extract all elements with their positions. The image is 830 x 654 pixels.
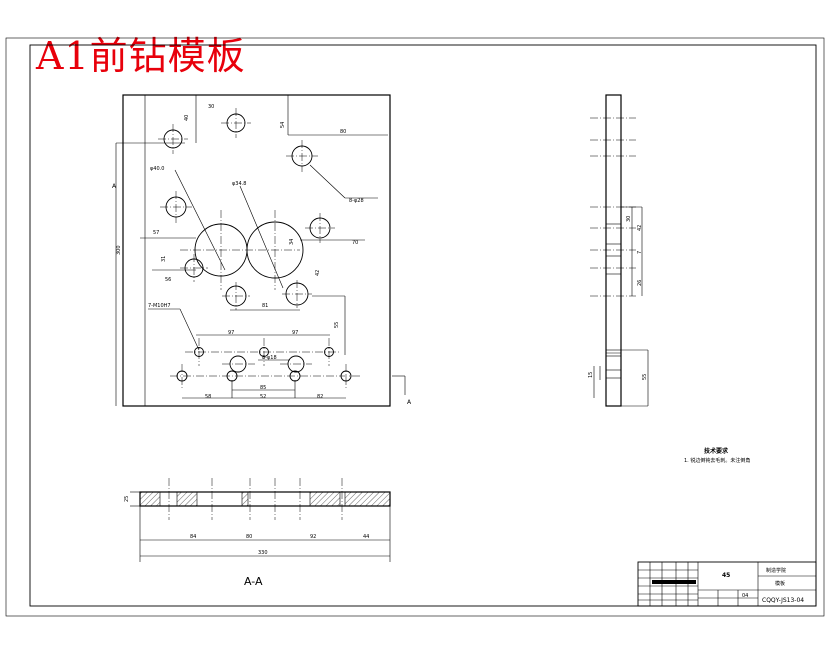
hole-callout: 8-φ28 (349, 198, 364, 204)
hole (291, 145, 313, 167)
dim-text: 80 (246, 534, 252, 540)
hole (165, 196, 187, 218)
dim-text: 330 (258, 550, 268, 556)
leader-line (179, 308, 200, 351)
tech-requirements: 技术要求 1. 锐边倒钝去毛刺。未注倒角 (684, 447, 750, 464)
dim-text: 7 (637, 251, 643, 254)
dim-text: 97 (292, 330, 298, 336)
hole-callout: 7-M10H7 (148, 303, 171, 309)
leader-line (239, 185, 284, 289)
dim-text: 56 (165, 277, 171, 283)
tb-company: 制造学院 (766, 567, 786, 574)
threaded-hole (194, 347, 204, 357)
hole-callout: φ40.0 (150, 166, 164, 172)
dim-text: 97 (228, 330, 234, 336)
dim-text: 30 (208, 104, 214, 110)
section-label: A-A (244, 575, 263, 588)
dim-text: 52 (260, 394, 266, 400)
leader-line (174, 169, 226, 271)
dim-text: 81 (262, 303, 268, 309)
dim-text: 80 (340, 129, 346, 135)
threaded-hole (226, 370, 238, 382)
dim-text: 42 (315, 270, 321, 276)
dim-text: 300 (116, 245, 122, 255)
tb-sheet: 04 (742, 593, 748, 599)
dim-text: 25 (124, 496, 130, 502)
side-view: 30 42 7 26 15 55 (588, 94, 649, 407)
tech-req-heading: 技术要求 (704, 447, 729, 455)
dim-text: 44 (363, 534, 369, 540)
front-view-outline (122, 94, 391, 407)
threaded-hole (340, 370, 352, 382)
threaded-hole (176, 370, 188, 382)
dim-text: 15 (588, 372, 594, 378)
tech-req-line: 1. 锐边倒钝去毛刺。未注倒角 (684, 457, 750, 464)
threaded-hole (259, 347, 269, 357)
dim-text: 92 (310, 534, 316, 540)
large-bore (246, 221, 304, 279)
title-block: 制造学院 45 模板 04 CQQY-JS13-04 (637, 561, 817, 607)
outer-frame (5, 37, 825, 617)
dim-text: 58 (205, 394, 211, 400)
hole (226, 113, 246, 133)
dim-text: 84 (190, 534, 196, 540)
dim-text: 40 (184, 115, 190, 121)
section-view: 25 84 80 92 44 330 A-A (124, 478, 391, 588)
dim-text: 34 (289, 239, 295, 245)
hole (309, 217, 331, 239)
dim-text: 54 (280, 122, 286, 128)
dim-text: 26 (637, 280, 643, 286)
dim-text: 55 (334, 322, 340, 328)
hole (184, 258, 204, 278)
section-mark: A (112, 183, 117, 190)
dim-text: 31 (161, 256, 167, 262)
dim-text: 55 (642, 374, 648, 380)
dim-text: 82 (317, 394, 323, 400)
page-title: A1前钻模板 (36, 34, 246, 78)
hole-callout: 8-φ18 (262, 355, 277, 361)
side-view-outline (605, 94, 622, 407)
threaded-hole (324, 347, 334, 357)
front-view: A A 40 30 54 80 57 31 56 70 42 81 300 97… (112, 94, 412, 407)
dim-text: 85 (260, 385, 266, 391)
hole (225, 285, 247, 307)
threaded-hole (289, 370, 301, 382)
leader-line (309, 164, 346, 199)
hole (229, 355, 247, 373)
section-mark: A (407, 399, 412, 406)
tb-scale: 45 (722, 572, 730, 579)
inner-frame (29, 44, 817, 607)
hole (285, 282, 309, 306)
dim-text: 57 (153, 230, 159, 236)
dim-text: 42 (637, 225, 643, 231)
tb-part-number: CQQY-JS13-04 (762, 597, 804, 604)
hole-callout: φ34.8 (232, 181, 246, 187)
dim-text: 30 (626, 216, 632, 222)
dim-text: 70 (352, 240, 358, 246)
hole (287, 355, 305, 373)
tb-material: 模板 (775, 580, 785, 587)
hole (163, 129, 183, 149)
